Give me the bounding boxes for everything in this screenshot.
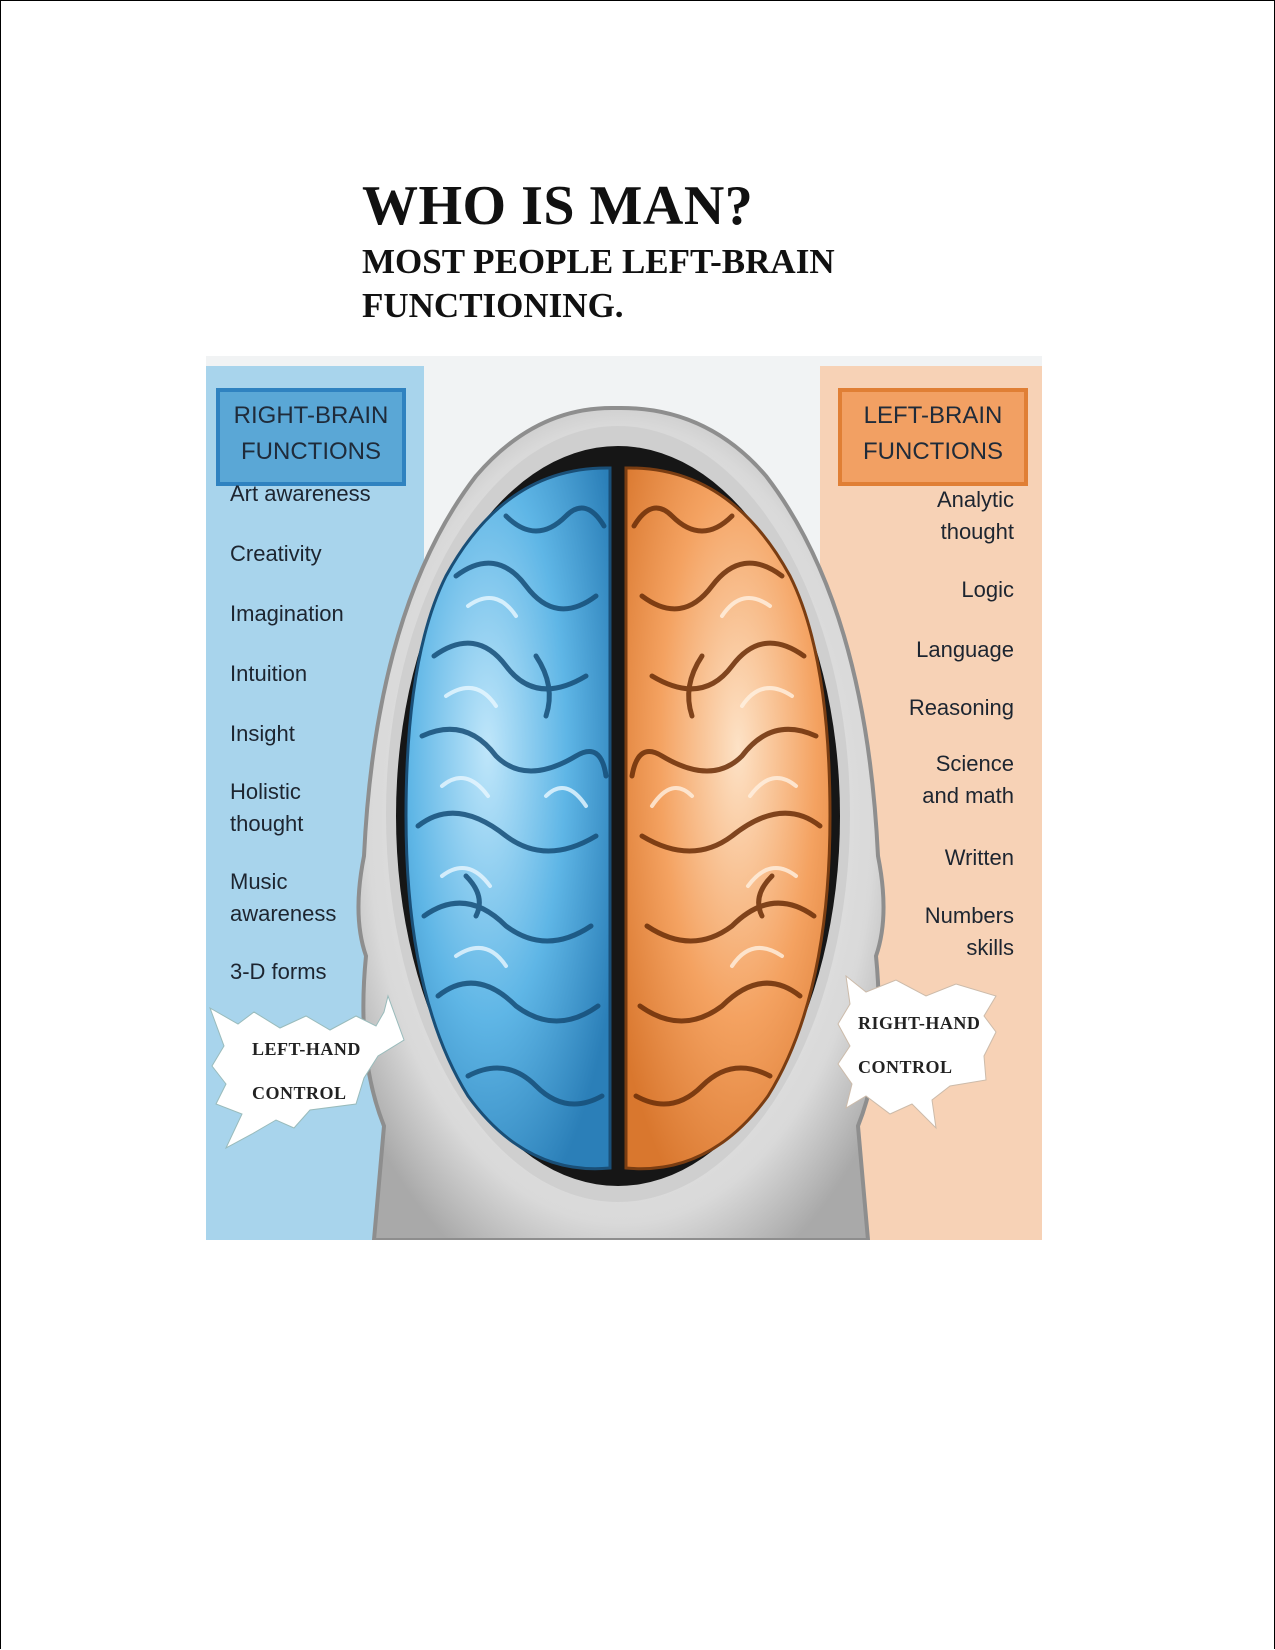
left-hand-callout-line2: CONTROL xyxy=(252,1083,347,1103)
left-brain-item: Logic xyxy=(961,577,1014,602)
right-brain-header: RIGHT-BRAIN FUNCTIONS xyxy=(216,388,406,486)
right-brain-item: Intuition xyxy=(230,661,308,686)
right-brain-header-line1: RIGHT-BRAIN xyxy=(233,402,389,429)
right-hand-callout-line1: RIGHT-HAND xyxy=(858,1013,981,1033)
left-brain-item: Language xyxy=(916,637,1014,662)
brain-diagram: RIGHT-BRAIN FUNCTIONS LEFT-BRAIN FUNCTIO… xyxy=(206,356,1042,1240)
right-brain-item: Insight xyxy=(230,721,295,746)
page-title: WHO IS MAN? xyxy=(362,175,754,237)
left-brain-item: Reasoning xyxy=(908,695,1014,720)
left-hand-callout xyxy=(209,994,405,1150)
right-brain-header-line2: FUNCTIONS xyxy=(241,438,381,465)
right-brain-item: Creativity xyxy=(230,541,322,566)
left-brain-header-line2: FUNCTIONS xyxy=(863,438,1003,465)
left-brain-header: LEFT-BRAIN FUNCTIONS xyxy=(838,388,1028,486)
right-brain-item: 3-D forms xyxy=(230,959,327,984)
brain-illustration xyxy=(209,405,997,1240)
right-hand-callout-line2: CONTROL xyxy=(858,1057,953,1077)
right-brain-item: Art awareness xyxy=(230,481,371,506)
left-hand-callout-line1: LEFT-HAND xyxy=(252,1039,361,1059)
right-brain-item: Imagination xyxy=(230,601,344,626)
left-brain-item: Written xyxy=(944,845,1014,870)
page-subtitle: MOST PEOPLE LEFT-BRAIN FUNCTIONING. xyxy=(362,242,835,325)
left-brain-header-line1: LEFT-BRAIN xyxy=(863,402,1003,429)
right-hand-callout xyxy=(837,974,997,1130)
